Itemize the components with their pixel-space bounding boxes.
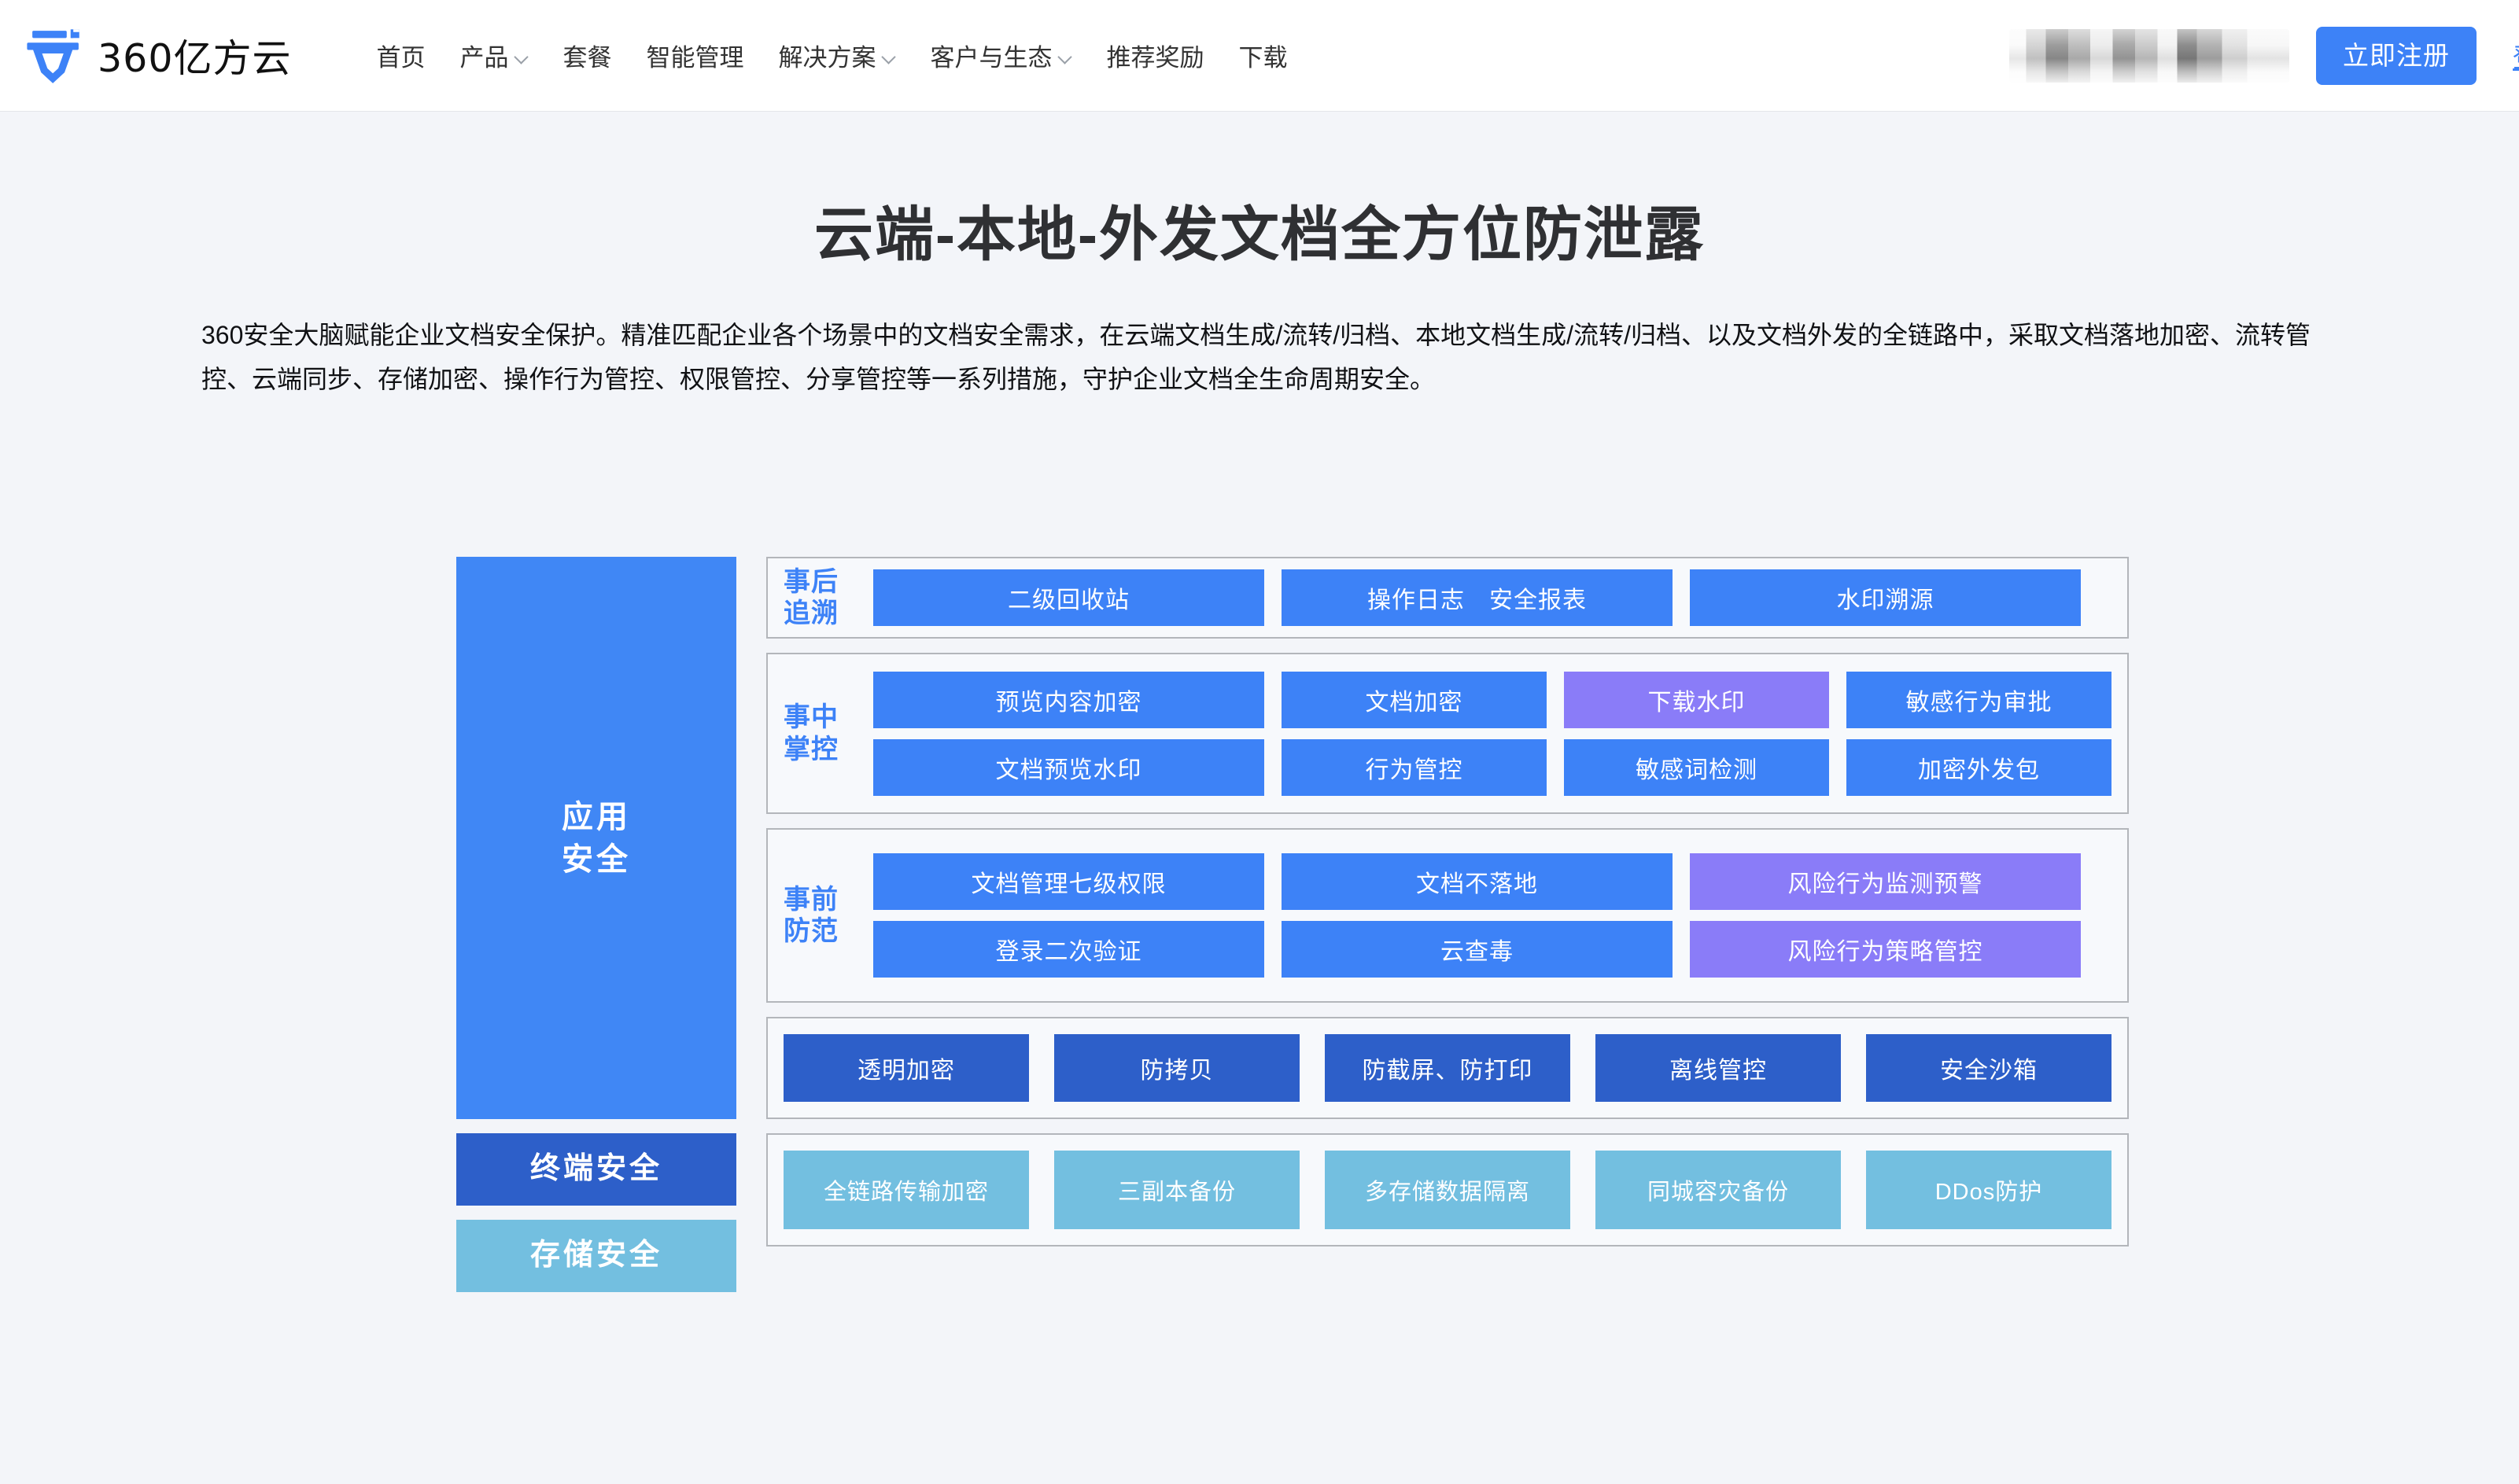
nav-label: 推荐奖励 (1106, 44, 1204, 72)
capability-cell-highlight[interactable]: 风险行为策略管控 (1690, 921, 2081, 978)
category-terminal-security: 终端安全 (456, 1133, 736, 1206)
capability-row: 全链路传输加密 三副本备份 多存储数据隔离 同城容灾备份 DDos防护 (784, 1151, 2111, 1229)
capability-cell[interactable]: 敏感词检测 (1564, 738, 1829, 796)
stage-label-line2: 追溯 (784, 598, 839, 628)
nav-label: 解决方案 (778, 44, 876, 72)
terminal-security-panel: 透明加密 防拷贝 防截屏、防打印 离线管控 安全沙箱 (766, 1017, 2129, 1119)
main-nav: 首页 产品 套餐 智能管理 解决方案 客户与生态 推荐奖励 下载 (360, 0, 1305, 111)
nav-item-download[interactable]: 下载 (1222, 0, 1305, 111)
terminal-rows: 透明加密 防拷贝 防截屏、防打印 离线管控 安全沙箱 (784, 1034, 2111, 1102)
capability-cell[interactable]: 行为管控 (1282, 738, 1547, 796)
capability-cell[interactable]: DDos防护 (1866, 1151, 2111, 1229)
capability-cell[interactable]: 全链路传输加密 (784, 1151, 1029, 1229)
nav-item-customers-ecosystem[interactable]: 客户与生态 (913, 0, 1090, 111)
nav-label: 智能管理 (646, 44, 744, 72)
hero-description: 360安全大脑赋能企业文档安全保护。精准匹配企业各个场景中的文档安全需求，在云端… (201, 321, 2311, 393)
capability-row: 预览内容加密 文档加密 下载水印 敏感行为审批 (873, 671, 2111, 728)
stage-label-line1: 事前 (784, 884, 839, 915)
capability-cell[interactable]: 文档加密 (1282, 671, 1547, 728)
register-button[interactable]: 立即注册 (2316, 26, 2477, 85)
capability-cell[interactable]: 二级回收站 (873, 569, 1264, 626)
redacted-region (2009, 28, 2289, 83)
page-title: 云端-本地-外发文档全方位防泄露 (814, 201, 1705, 267)
stage-panel-pre-incident: 事前 防范 文档管理七级权限 文档不落地 风险行为监测预警 登录二次验证 云查毒… (766, 828, 2129, 1003)
stage-panel-in-progress: 事中 掌控 预览内容加密 文档加密 下载水印 敏感行为审批 文档预览水印 行为管… (766, 653, 2129, 814)
category-column: 应用 安全 终端安全 存储安全 (456, 557, 736, 1292)
capability-row: 文档管理七级权限 文档不落地 风险行为监测预警 (873, 853, 2111, 910)
capability-cell[interactable]: 云查毒 (1282, 921, 1673, 978)
stage-label-pre-incident: 事前 防范 (784, 884, 859, 947)
nav-item-products[interactable]: 产品 (443, 0, 546, 111)
stage-label-in-progress: 事中 掌控 (784, 701, 859, 764)
stage-label-line1: 事后 (784, 566, 839, 597)
capability-cell[interactable]: 防截屏、防打印 (1325, 1034, 1570, 1102)
category-application-security: 应用 安全 (456, 557, 736, 1119)
nav-label: 产品 (459, 44, 509, 72)
stage-label-line2: 掌控 (784, 734, 839, 764)
capability-cell[interactable]: 防拷贝 (1054, 1034, 1300, 1102)
capability-cell[interactable]: 文档不落地 (1282, 853, 1673, 910)
nav-item-smart-management[interactable]: 智能管理 (629, 0, 762, 111)
category-label-line2: 安全 (562, 841, 631, 877)
stage-label-post-incident: 事后 追溯 (784, 566, 859, 629)
chevron-down-icon (882, 51, 896, 65)
capability-row: 文档预览水印 行为管控 敏感词检测 加密外发包 (873, 738, 2111, 796)
nav-label: 首页 (376, 44, 426, 72)
capability-column: 事后 追溯 二级回收站 操作日志 安全报表 水印溯源 事中 掌控 (766, 557, 2129, 1292)
stage-label-line1: 事中 (784, 702, 839, 733)
nav-item-plans[interactable]: 套餐 (546, 0, 629, 111)
page-body: 云端-本地-外发文档全方位防泄露 360安全大脑赋能企业文档安全保护。精准匹配企… (0, 111, 2519, 1484)
capability-row: 透明加密 防拷贝 防截屏、防打印 离线管控 安全沙箱 (784, 1034, 2111, 1102)
login-link[interactable]: 登录 (2513, 37, 2519, 75)
capability-cell[interactable]: 操作日志 安全报表 (1282, 569, 1673, 626)
capability-cell[interactable]: 多存储数据隔离 (1325, 1151, 1570, 1229)
stage-rows: 预览内容加密 文档加密 下载水印 敏感行为审批 文档预览水印 行为管控 敏感词检… (873, 671, 2111, 796)
stage-panel-post-incident: 事后 追溯 二级回收站 操作日志 安全报表 水印溯源 (766, 557, 2129, 639)
chevron-down-icon (514, 51, 529, 65)
capability-cell[interactable]: 同城容灾备份 (1595, 1151, 1841, 1229)
stage-rows: 二级回收站 操作日志 安全报表 水印溯源 (873, 569, 2111, 626)
capability-cell-highlight[interactable]: 风险行为监测预警 (1690, 853, 2081, 910)
security-architecture-diagram: 应用 安全 终端安全 存储安全 事后 追溯 二级回收站 操作日志 安全报表 (456, 557, 2129, 1292)
nav-item-referral-rewards[interactable]: 推荐奖励 (1090, 0, 1222, 111)
capability-cell[interactable]: 离线管控 (1595, 1034, 1841, 1102)
chevron-down-icon (1058, 51, 1072, 65)
capability-cell[interactable]: 预览内容加密 (873, 671, 1264, 728)
category-storage-security: 存储安全 (456, 1220, 736, 1292)
nav-label: 客户与生态 (930, 44, 1053, 72)
capability-cell[interactable]: 文档预览水印 (873, 738, 1264, 796)
nav-item-home[interactable]: 首页 (360, 0, 443, 111)
nav-item-solutions[interactable]: 解决方案 (762, 0, 913, 111)
capability-cell[interactable]: 透明加密 (784, 1034, 1029, 1102)
capability-cell[interactable]: 水印溯源 (1690, 569, 2081, 626)
site-header: 360亿方云 首页 产品 套餐 智能管理 解决方案 客户与生态 推荐奖励 下载 (0, 0, 2519, 111)
storage-rows: 全链路传输加密 三副本备份 多存储数据隔离 同城容灾备份 DDos防护 (784, 1151, 2111, 1229)
nav-label: 下载 (1238, 44, 1288, 72)
capability-cell[interactable]: 三副本备份 (1054, 1151, 1300, 1229)
logo[interactable]: 360亿方云 (20, 0, 292, 111)
capability-cell[interactable]: 加密外发包 (1846, 738, 2111, 796)
capability-cell[interactable]: 登录二次验证 (873, 921, 1264, 978)
capability-cell[interactable]: 安全沙箱 (1866, 1034, 2111, 1102)
capability-row: 登录二次验证 云查毒 风险行为策略管控 (873, 921, 2111, 978)
capability-row: 二级回收站 操作日志 安全报表 水印溯源 (873, 569, 2111, 626)
stage-label-line2: 防范 (784, 916, 839, 946)
category-label-line1: 应用 (562, 799, 631, 834)
capability-cell[interactable]: 敏感行为审批 (1846, 671, 2111, 728)
nav-label: 套餐 (562, 44, 612, 72)
header-actions: 立即注册 登录 (2009, 0, 2519, 111)
yifangyun-logo-icon (20, 23, 87, 89)
stage-rows: 文档管理七级权限 文档不落地 风险行为监测预警 登录二次验证 云查毒 风险行为策… (873, 853, 2111, 978)
capability-cell[interactable]: 文档管理七级权限 (873, 853, 1264, 910)
capability-cell-highlight[interactable]: 下载水印 (1564, 671, 1829, 728)
storage-security-panel: 全链路传输加密 三副本备份 多存储数据隔离 同城容灾备份 DDos防护 (766, 1133, 2129, 1246)
logo-text: 360亿方云 (98, 36, 292, 81)
